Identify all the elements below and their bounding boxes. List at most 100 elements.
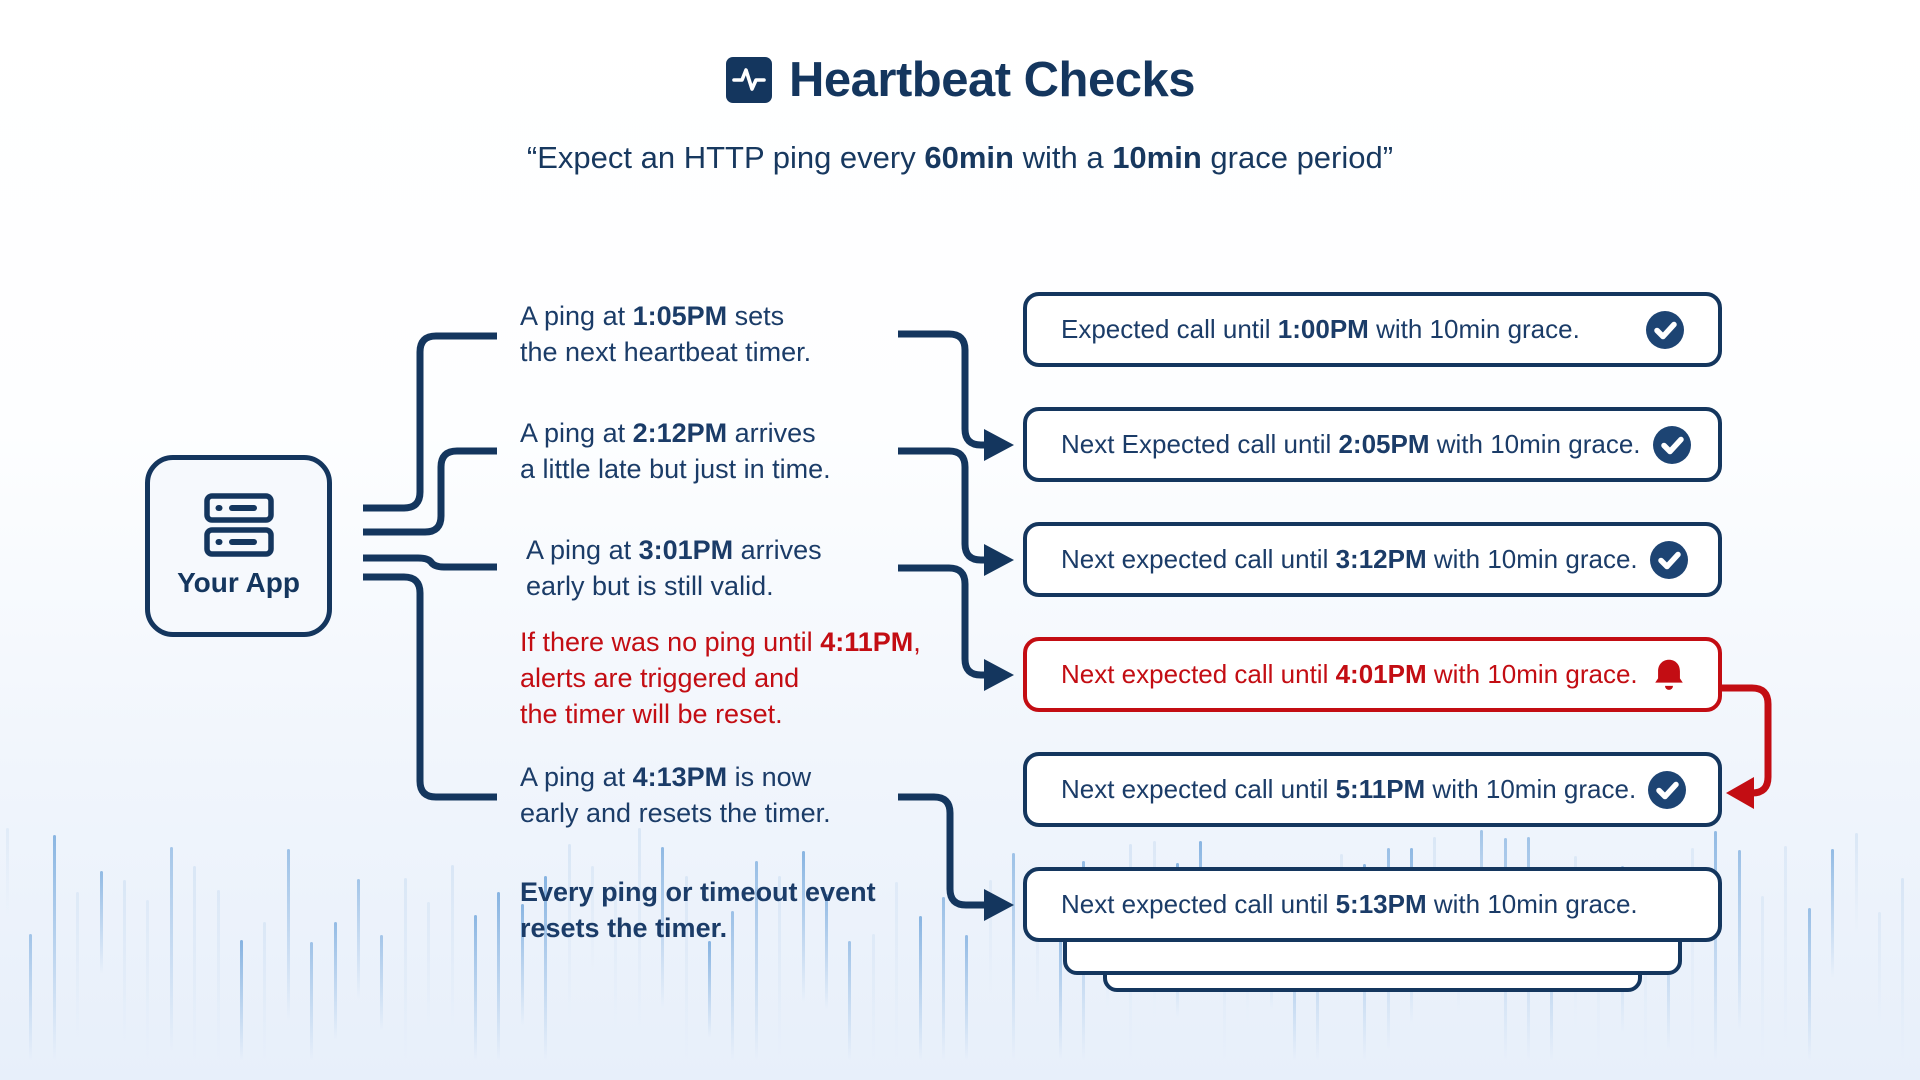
note-5-pre: A ping at — [520, 762, 633, 792]
arrow-line-to-check3 — [898, 447, 986, 564]
waveform-bar — [99, 870, 103, 974]
note-alert: If there was no ping until 4:11PM, alert… — [520, 624, 921, 732]
check-6-post: with 10min grace. — [1426, 889, 1638, 919]
note-1-time: 1:05PM — [632, 301, 728, 331]
waveform-bar — [731, 911, 735, 1060]
subtitle-grace: 10min — [1112, 140, 1202, 175]
check-circle-icon — [1648, 770, 1687, 809]
check-6-time: 5:13PM — [1335, 889, 1427, 919]
waveform-bar — [637, 828, 641, 1037]
waveform-bar — [240, 939, 243, 1060]
waveform-bar — [450, 865, 454, 1029]
branch-line-ping3 — [363, 554, 497, 571]
waveform-bar — [1807, 907, 1811, 1060]
check-box-2: Next Expected call until 2:05PM with 10m… — [1023, 407, 1722, 482]
check-3-pre: Next expected call until — [1061, 544, 1336, 574]
note-4-pre: If there was no ping until — [520, 627, 821, 657]
your-app-label: Your App — [177, 567, 300, 598]
check-box-6: Next expected call until 5:13PM with 10m… — [1023, 867, 1722, 942]
waveform-bar — [1854, 833, 1858, 934]
waveform-bar — [1831, 849, 1835, 978]
check-4-pre: Next expected call until — [1061, 659, 1336, 689]
arrowhead-check2 — [984, 429, 1014, 461]
note-reset-rule: Every ping or timeout event resets the t… — [520, 874, 876, 946]
waveform-bar — [1059, 919, 1062, 1059]
waveform-bar — [76, 892, 80, 1044]
waveform-bar — [123, 880, 126, 1047]
waveform-bar — [146, 900, 150, 1060]
check-box-5: Next expected call until 5:11PM with 10m… — [1023, 752, 1722, 827]
note-2-pre: A ping at — [520, 418, 633, 448]
check-circle-icon — [1646, 310, 1684, 349]
check-1-text: Expected call until 1:00PM with 10min gr… — [1061, 314, 1634, 345]
waveform-bar — [614, 884, 618, 1031]
note-5-time: 4:13PM — [632, 762, 728, 792]
waveform-bar — [988, 880, 992, 995]
check-5-text: Next expected call until 5:11PM with 10m… — [1061, 774, 1636, 805]
waveform-bar — [778, 876, 782, 1058]
check-circle-icon — [1652, 425, 1691, 464]
branch-line-ping2 — [363, 447, 497, 536]
waveform-bar — [942, 896, 945, 1060]
waveform-bar — [1737, 849, 1741, 1032]
check-4-post: with 10min grace. — [1426, 659, 1638, 689]
waveform-bar — [661, 846, 665, 1009]
check-box-3: Next expected call until 3:12PM with 10m… — [1023, 522, 1722, 597]
waveform-bar — [1761, 896, 1764, 1060]
waveform-bar — [848, 940, 852, 1060]
waveform-bar — [497, 891, 501, 1060]
arrowhead-check4 — [984, 659, 1014, 691]
waveform-bar — [1035, 907, 1039, 1008]
check-3-post: with 10min grace. — [1426, 544, 1638, 574]
check-5-pre: Next expected call until — [1061, 774, 1336, 804]
waveform-bar — [6, 828, 9, 918]
note-6-text: Every ping or timeout event resets the t… — [520, 877, 876, 943]
check-2-text: Next Expected call until 2:05PM with 10m… — [1061, 429, 1641, 460]
waveform-bar — [871, 933, 875, 1060]
arrow-line-to-check6 — [898, 793, 986, 909]
check-2-time: 2:05PM — [1338, 429, 1430, 459]
waveform-bar — [52, 834, 56, 1060]
arrowhead-check6 — [984, 889, 1014, 921]
waveform-bar — [263, 922, 267, 1060]
waveform-bar — [895, 882, 899, 1060]
waveform-bar — [474, 915, 477, 1060]
waveform-bar — [520, 904, 524, 1026]
waveform-bar — [825, 894, 828, 1010]
waveform-bar — [403, 877, 407, 1060]
check-5-post: with 10min grace. — [1425, 774, 1637, 804]
note-3-pre: A ping at — [526, 535, 639, 565]
check-circle-icon — [1649, 540, 1688, 579]
waveform-bar — [801, 851, 805, 1003]
waveform-bar — [216, 890, 220, 1060]
page-title: Heartbeat Checks — [789, 53, 1195, 107]
branch-line-ping4 — [363, 573, 497, 801]
waveform-bar — [1293, 928, 1296, 1060]
subtitle-post: grace period” — [1201, 140, 1394, 175]
check-box-1: Expected call until 1:00PM with 10min gr… — [1023, 292, 1722, 367]
check-4-text: Next expected call until 4:01PM with 10m… — [1061, 659, 1638, 690]
note-1-post: sets the next heartbeat timer. — [520, 301, 812, 367]
note-5-post: is now early and resets the timer. — [520, 762, 831, 828]
alert-bell-icon — [1654, 659, 1683, 690]
check-3-text: Next expected call until 3:12PM with 10m… — [1061, 544, 1638, 575]
waveform-bar — [684, 876, 688, 1060]
waveform-bar — [1784, 845, 1788, 1048]
waveform-bar — [567, 843, 571, 1019]
page-header: Heartbeat Checks — [0, 52, 1920, 108]
arrowhead-check3 — [984, 544, 1014, 576]
note-2-time: 2:12PM — [632, 418, 728, 448]
waveform-bar — [754, 860, 758, 1060]
waveform-bar — [708, 941, 711, 1039]
note-ping-2: A ping at 2:12PM arrives a little late b… — [520, 415, 831, 487]
note-ping-4: A ping at 4:13PM is now early and resets… — [520, 759, 831, 831]
waveform-bar — [965, 935, 969, 1060]
activity-heartbeat-icon — [726, 57, 773, 103]
note-ping-3: A ping at 3:01PM arrives early but is st… — [526, 532, 822, 604]
waveform-bar — [544, 876, 548, 1060]
waveform-bar — [1012, 852, 1016, 1060]
check-6-text: Next expected call until 5:13PM with 10m… — [1061, 889, 1684, 920]
note-1-pre: A ping at — [520, 301, 633, 331]
